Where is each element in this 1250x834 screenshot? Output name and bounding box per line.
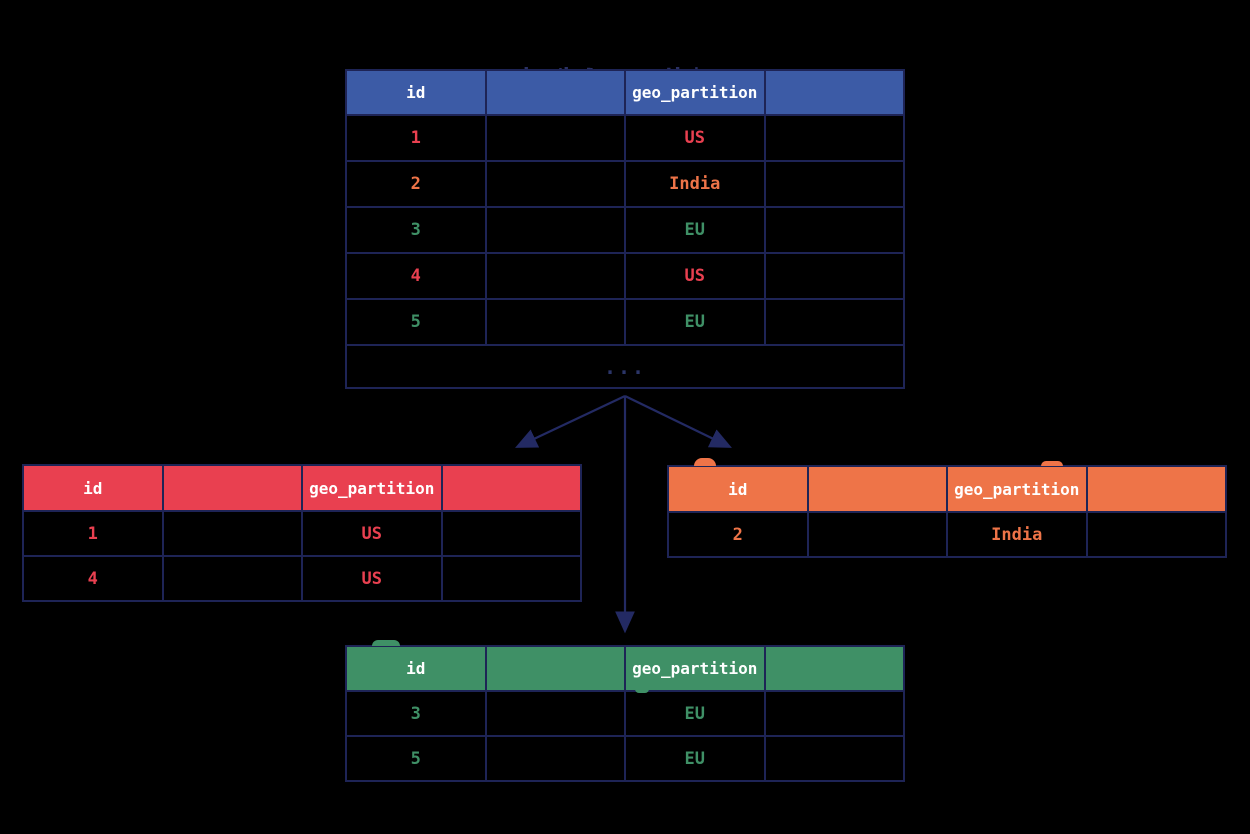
cell-empty: [486, 692, 624, 735]
column-header-empty: [486, 647, 624, 690]
us-partition-table: id geo_partition 1 US 4 US: [22, 464, 582, 602]
cell-geo-partition: EU: [626, 300, 764, 344]
column-header-id: id: [347, 647, 485, 690]
column-header-geo-partition: geo_partition: [626, 647, 764, 690]
cell-geo-partition: US: [626, 254, 764, 298]
hidden-icon-artifact-green-2: [635, 689, 649, 693]
cell-empty: [765, 208, 903, 252]
cell-id: 2: [669, 513, 807, 556]
cell-geo-partition: India: [948, 513, 1086, 556]
cell-id: 4: [24, 557, 162, 600]
cell-empty: [765, 300, 903, 344]
column-header-empty: [765, 71, 903, 114]
column-header-empty: [765, 647, 903, 690]
cell-empty: [486, 116, 624, 160]
cell-geo-partition: India: [626, 162, 764, 206]
column-header-empty: [486, 71, 624, 114]
cell-geo-partition: EU: [626, 692, 764, 735]
cell-empty: [1087, 513, 1225, 556]
arrow-to-us-partition: [515, 395, 626, 448]
cell-empty: [486, 162, 624, 206]
cell-id: 3: [347, 208, 485, 252]
column-header-empty: [442, 466, 580, 510]
column-header-id: id: [24, 466, 162, 510]
column-header-id: id: [669, 467, 807, 511]
eu-partition-table: id geo_partition 3 EU 5 EU: [345, 645, 905, 782]
cell-empty: [486, 737, 624, 780]
cell-id: 4: [347, 254, 485, 298]
cell-empty: [765, 692, 903, 735]
cell-empty: [765, 737, 903, 780]
column-header-empty: [808, 467, 946, 511]
cell-id: 2: [347, 162, 485, 206]
hidden-icon-artifact-orange-1: [694, 458, 716, 466]
cell-empty: [163, 557, 301, 600]
column-header-empty: [1087, 467, 1225, 511]
cell-empty: [765, 162, 903, 206]
hidden-icon-artifact-orange-2: [1041, 461, 1063, 466]
cell-id: 1: [24, 512, 162, 555]
column-header-geo-partition: geo_partition: [626, 71, 764, 114]
cell-empty: [163, 512, 301, 555]
india-partition-table: id geo_partition 2 India: [667, 465, 1227, 558]
column-header-empty: [163, 466, 301, 510]
cell-empty: [486, 300, 624, 344]
table-title: bank_transactions bank_transactions: [0, 30, 1250, 85]
cell-geo-partition: US: [626, 116, 764, 160]
cell-geo-partition: US: [303, 557, 441, 600]
column-header-id: id: [347, 71, 485, 114]
cell-empty: [765, 254, 903, 298]
cell-id: 5: [347, 737, 485, 780]
cell-empty: [486, 254, 624, 298]
main-table: id geo_partition 1 US 2 India 3 EU 4 US …: [345, 69, 905, 389]
cell-geo-partition: US: [303, 512, 441, 555]
cell-id: 5: [347, 300, 485, 344]
column-header-geo-partition: geo_partition: [948, 467, 1086, 511]
cell-empty: [442, 557, 580, 600]
cell-empty: [808, 513, 946, 556]
column-header-geo-partition: geo_partition: [303, 466, 441, 510]
cell-empty: [486, 208, 624, 252]
cell-geo-partition: EU: [626, 737, 764, 780]
hidden-icon-artifact-green-1: [372, 640, 400, 646]
cell-empty: [442, 512, 580, 555]
cell-empty: [765, 116, 903, 160]
cell-id: 1: [347, 116, 485, 160]
ellipsis-row: ...: [347, 346, 903, 387]
arrow-to-india-partition: [624, 395, 732, 448]
cell-id: 3: [347, 692, 485, 735]
cell-geo-partition: EU: [626, 208, 764, 252]
